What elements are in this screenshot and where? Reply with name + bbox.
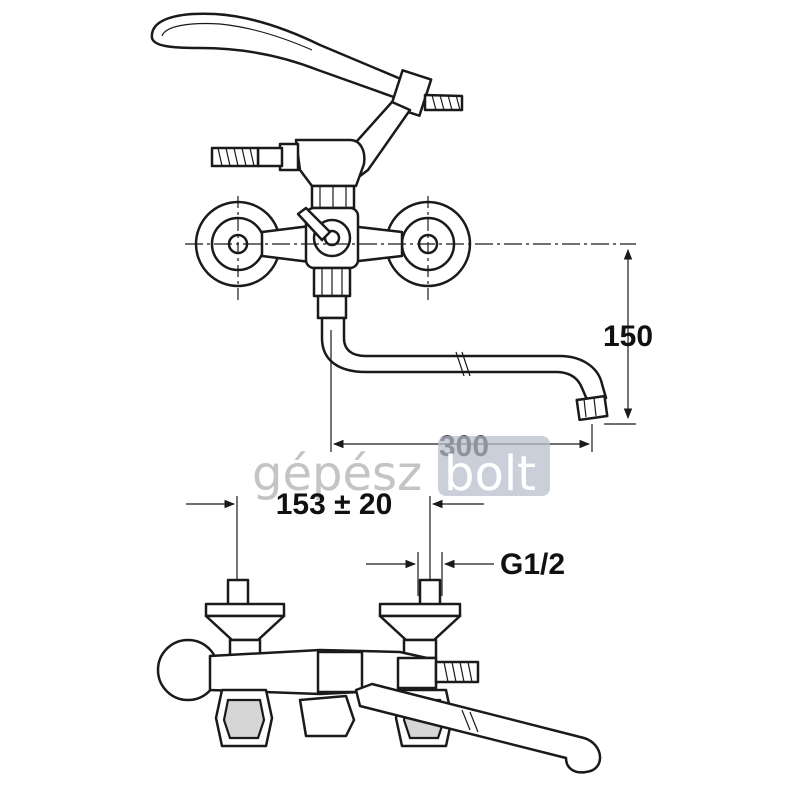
dimension-height <box>604 248 636 425</box>
diverter-body <box>210 138 366 210</box>
thread-dimension-label: G1/2 <box>500 548 565 581</box>
watermark-right-text: bolt <box>444 446 536 502</box>
dimension-thread <box>366 552 494 596</box>
spacing-dimension-label: 153 ± 20 <box>276 488 393 521</box>
right-inlet <box>378 578 462 660</box>
plan-view <box>156 578 602 774</box>
watermark-logo: gépész bolt <box>252 436 550 502</box>
front-view <box>150 12 636 422</box>
watermark-left-text: gépész <box>252 446 422 502</box>
spout <box>320 316 609 422</box>
left-inlet <box>204 578 286 660</box>
height-dimension-label: 150 <box>603 320 653 353</box>
mixer-body <box>260 206 404 320</box>
